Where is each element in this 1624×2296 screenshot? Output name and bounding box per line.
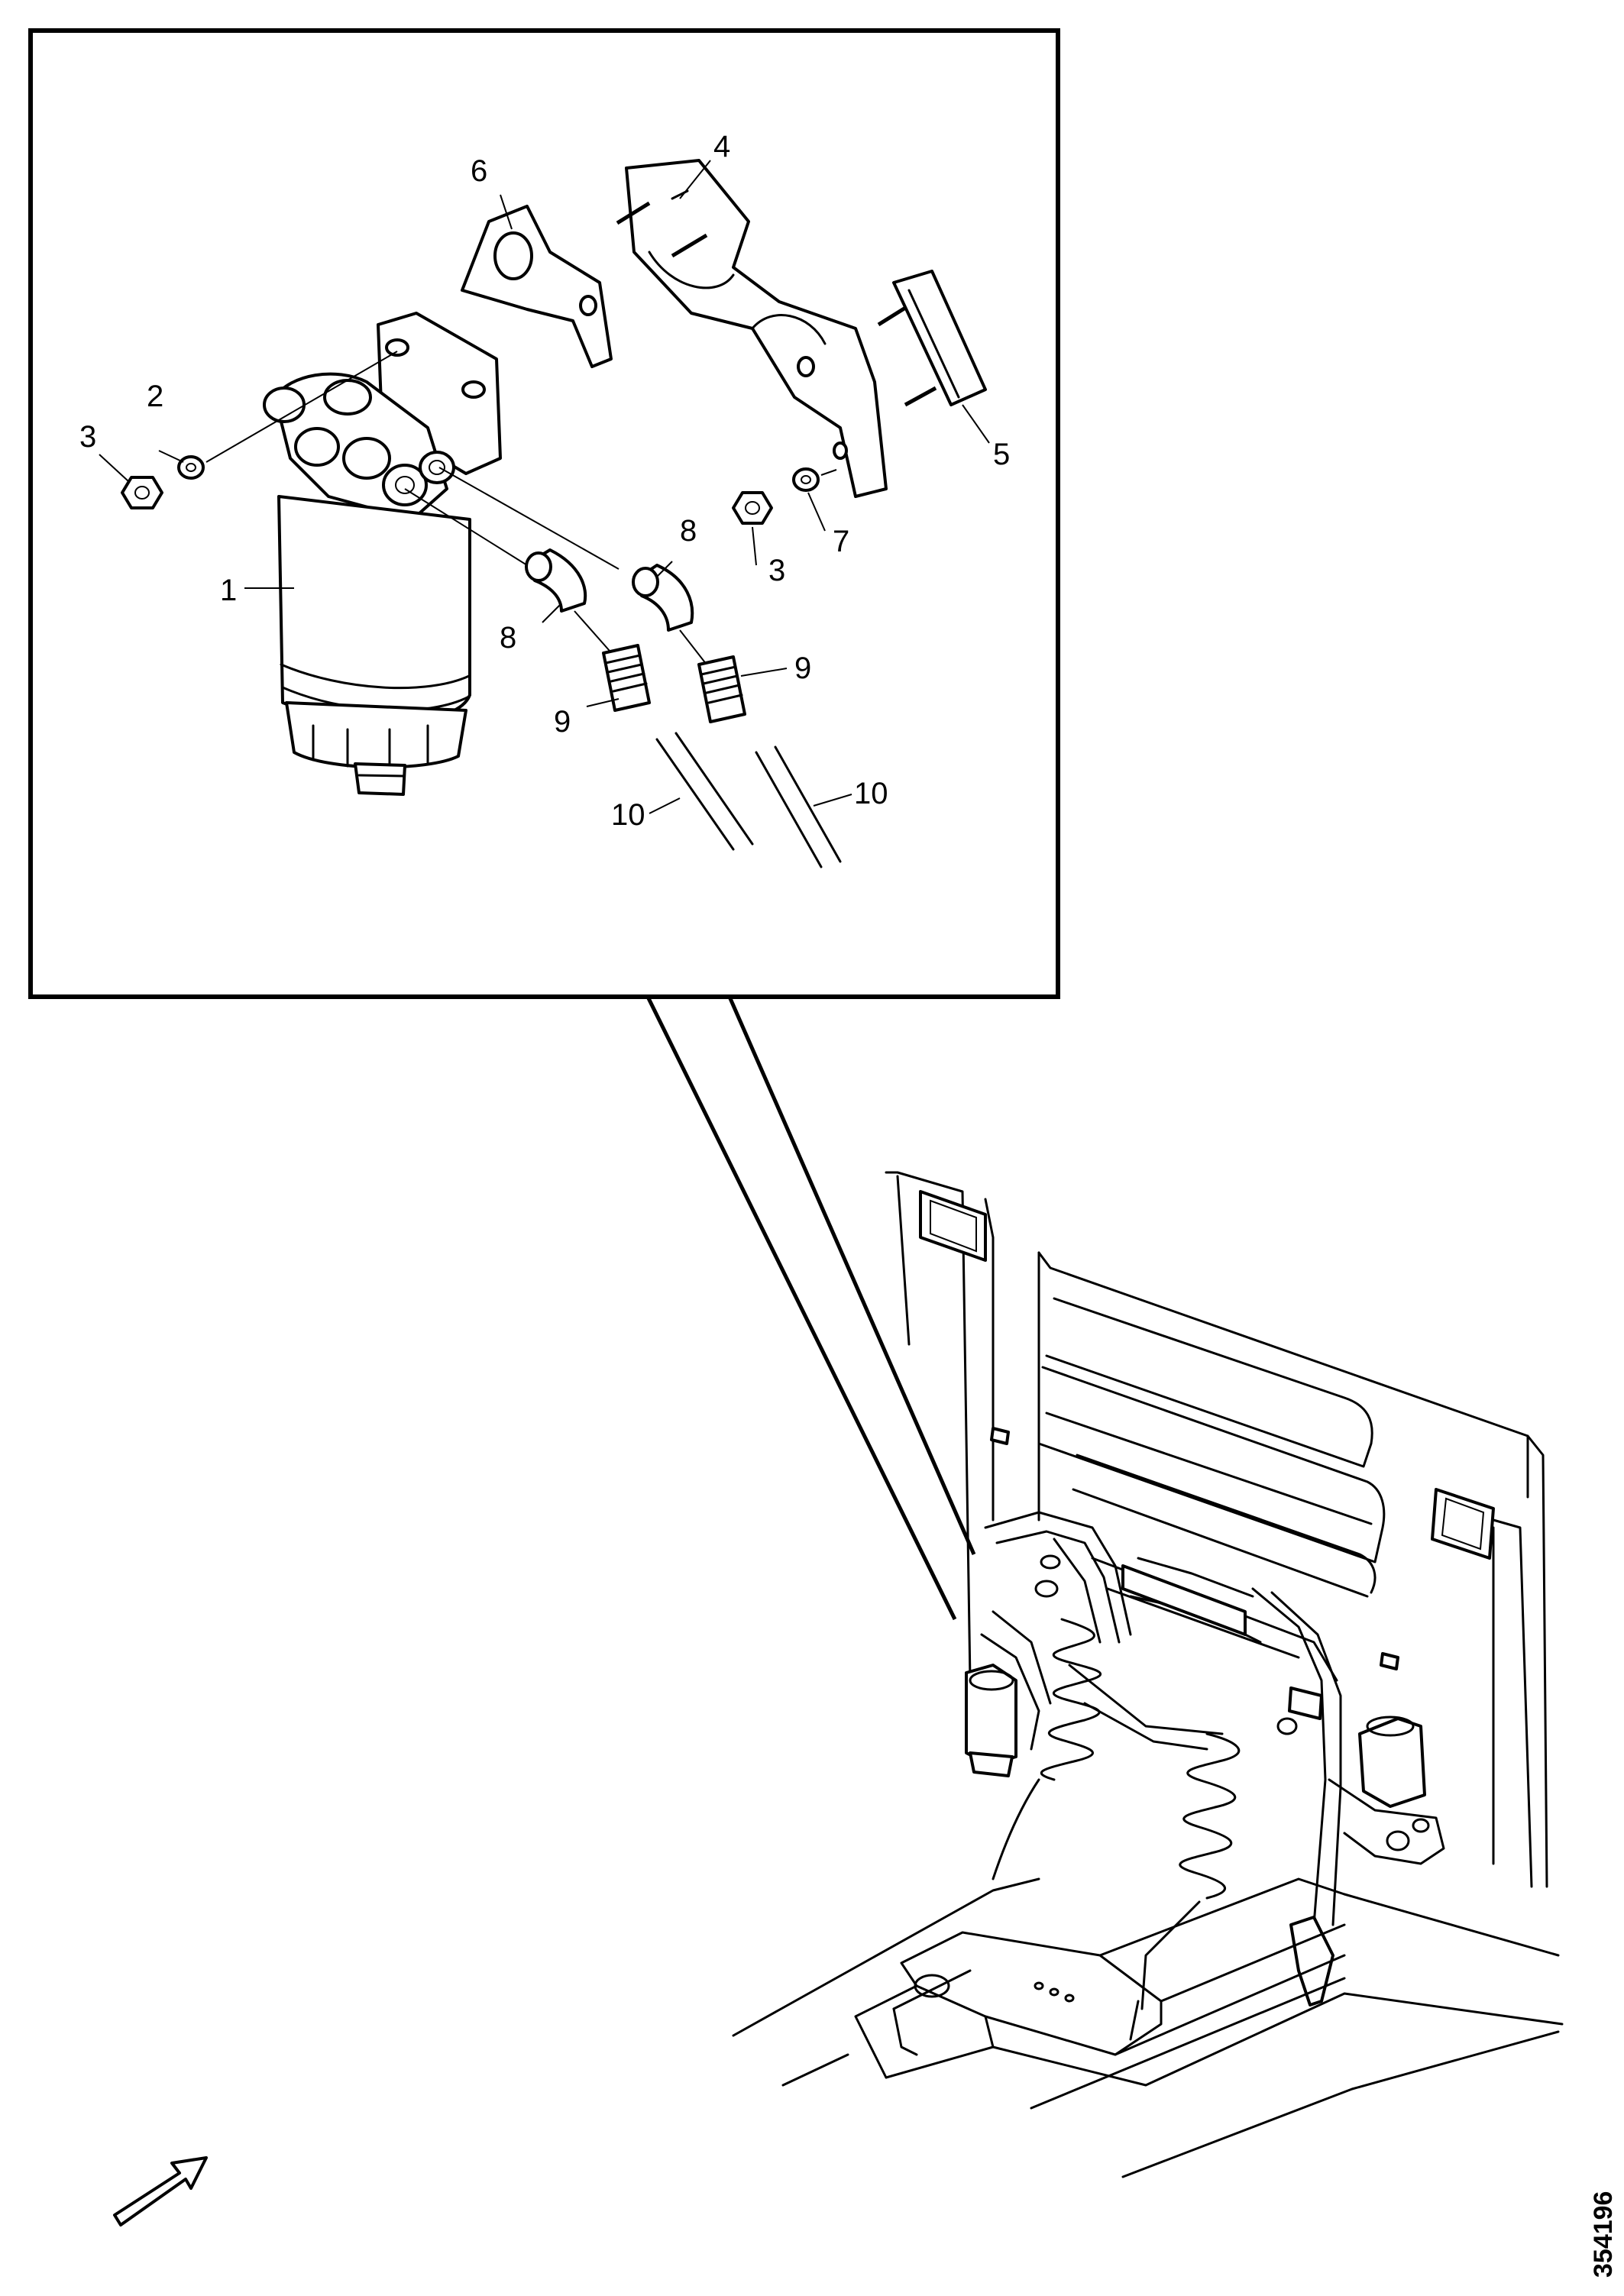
leader-port-right: [438, 467, 620, 570]
reference-number: 354196: [1589, 2191, 1618, 2278]
callout-9-left: 9: [554, 705, 571, 739]
leader-washer-to-filter: [205, 351, 398, 463]
leader-elbow-to-adapter-left: [574, 610, 616, 658]
detail-inset-frame: [28, 28, 1060, 999]
callout-1: 1: [220, 574, 237, 607]
callout-4: 4: [713, 130, 730, 163]
callout-9-right: 9: [794, 652, 811, 685]
part-7-washer-right: [792, 467, 820, 492]
callout-7: 7: [833, 525, 849, 558]
part-8-elbow-left: [525, 548, 587, 613]
part-3-nut-left: [121, 476, 163, 509]
right-side-unit: [1328, 1716, 1445, 1865]
callout-2: 2: [147, 380, 163, 413]
chassis-frame: [732, 1877, 1564, 2178]
part-9-adapter-right: [697, 655, 746, 723]
part-8-elbow-right: [632, 564, 694, 632]
leader-elbow-to-adapter-right: [679, 629, 707, 665]
leader-port-left: [404, 488, 528, 566]
callout-3-left: 3: [79, 420, 96, 454]
part-3-nut-right: [732, 491, 773, 525]
cab-vent-right: [1431, 1488, 1495, 1560]
vehicle-filter-location: [965, 1610, 1052, 1777]
part-2-washer-left: [177, 455, 205, 480]
part-9-adapter-left: [602, 644, 651, 712]
part-6-small-bracket: [461, 205, 613, 368]
callout-10-left: 10: [611, 798, 645, 832]
cab-vent-left: [919, 1190, 987, 1262]
callout-3-right: 3: [768, 554, 785, 587]
callout-5: 5: [993, 438, 1010, 471]
part-1-fuel-filter: [263, 312, 502, 796]
part-10-hose-right: [755, 745, 842, 868]
part-10-hose-left: [655, 732, 754, 851]
leader-washer-to-bracket: [820, 469, 837, 476]
zoom-lines: [645, 995, 976, 1621]
detail-inset: 1 2 3 3 4 5 6 7 8 8 9 9 10 10: [28, 28, 1060, 999]
callout-leaders: [99, 160, 990, 814]
callout-6: 6: [471, 154, 487, 188]
callout-8-left: 8: [500, 621, 516, 655]
coiled-air-lines: [992, 1618, 1241, 2010]
callout-8-right: 8: [680, 514, 697, 548]
bracket-studs: [616, 201, 937, 407]
vehicle-overview: [732, 1171, 1564, 2178]
part-5-clamp-plate: [892, 270, 987, 406]
arrow-up-right-icon: [113, 2156, 208, 2226]
callout-10-right: 10: [854, 777, 888, 810]
